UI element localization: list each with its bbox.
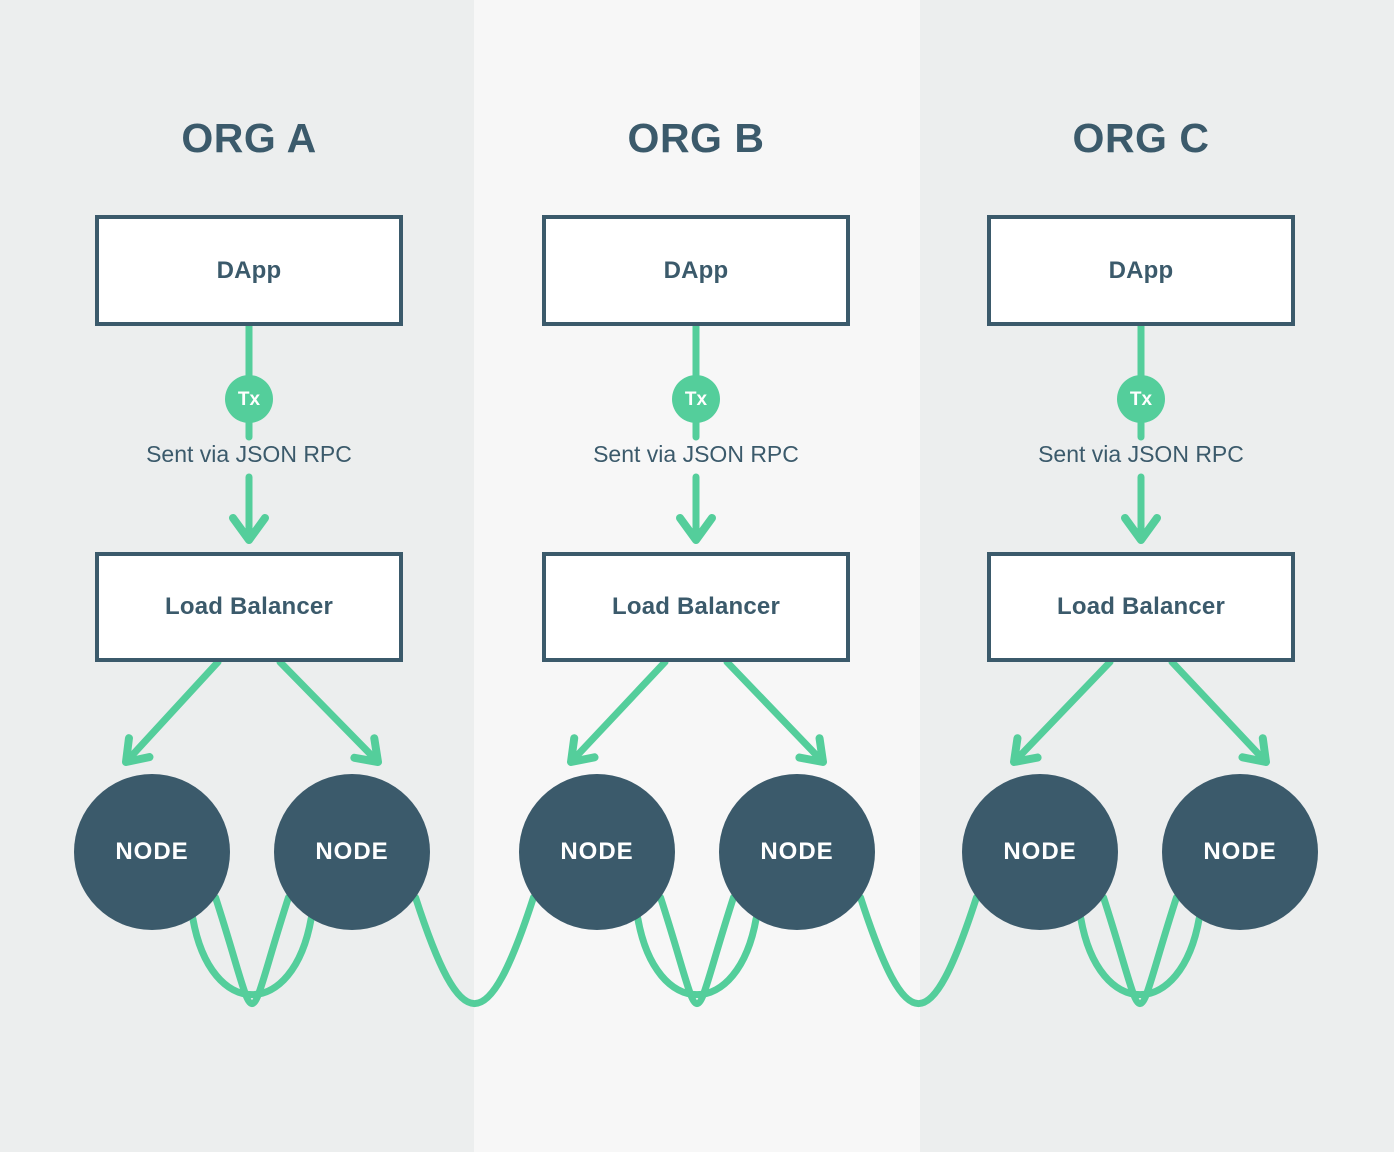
load-balancer-box-org-b[interactable]: Load Balancer xyxy=(542,552,850,662)
node-label-org-c-2: NODE xyxy=(1203,838,1277,865)
node-org-c-2[interactable]: NODE xyxy=(1162,774,1318,930)
node-org-b-2[interactable]: NODE xyxy=(719,774,875,930)
dapp-box-org-c[interactable]: DApp xyxy=(987,215,1295,326)
dapp-box-org-b[interactable]: DApp xyxy=(542,215,850,326)
node-label-org-a-1: NODE xyxy=(115,838,189,865)
org-title-b: ORG B xyxy=(627,115,765,161)
tx-badge-label-org-c: Tx xyxy=(1129,388,1153,410)
node-org-c-1[interactable]: NODE xyxy=(962,774,1118,930)
load-balancer-box-org-c[interactable]: Load Balancer xyxy=(987,552,1295,662)
dapp-label-org-b: DApp xyxy=(663,256,729,284)
dapp-label-org-c: DApp xyxy=(1108,256,1174,284)
rpc-caption-org-b: Sent via JSON RPC xyxy=(593,441,799,467)
tx-badge-org-a: Tx xyxy=(225,375,273,423)
dapp-label-org-a: DApp xyxy=(216,256,282,284)
load-balancer-label-org-a: Load Balancer xyxy=(165,593,333,620)
tx-badge-org-b: Tx xyxy=(672,375,720,423)
node-label-org-a-2: NODE xyxy=(315,838,389,865)
node-org-b-1[interactable]: NODE xyxy=(519,774,675,930)
load-balancer-label-org-b: Load Balancer xyxy=(612,593,780,620)
tx-badge-label-org-b: Tx xyxy=(684,388,708,410)
org-title-c: ORG C xyxy=(1072,115,1210,161)
org-title-a: ORG A xyxy=(181,115,317,161)
node-org-a-1[interactable]: NODE xyxy=(74,774,230,930)
node-label-org-c-1: NODE xyxy=(1003,838,1077,865)
tx-badge-org-c: Tx xyxy=(1117,375,1165,423)
node-label-org-b-2: NODE xyxy=(760,838,834,865)
load-balancer-box-org-a[interactable]: Load Balancer xyxy=(95,552,403,662)
dapp-box-org-a[interactable]: DApp xyxy=(95,215,403,326)
tx-badge-label-org-a: Tx xyxy=(237,388,261,410)
node-org-a-2[interactable]: NODE xyxy=(274,774,430,930)
node-label-org-b-1: NODE xyxy=(560,838,634,865)
rpc-caption-org-a: Sent via JSON RPC xyxy=(146,441,352,467)
rpc-caption-org-c: Sent via JSON RPC xyxy=(1038,441,1244,467)
load-balancer-label-org-c: Load Balancer xyxy=(1057,593,1225,620)
